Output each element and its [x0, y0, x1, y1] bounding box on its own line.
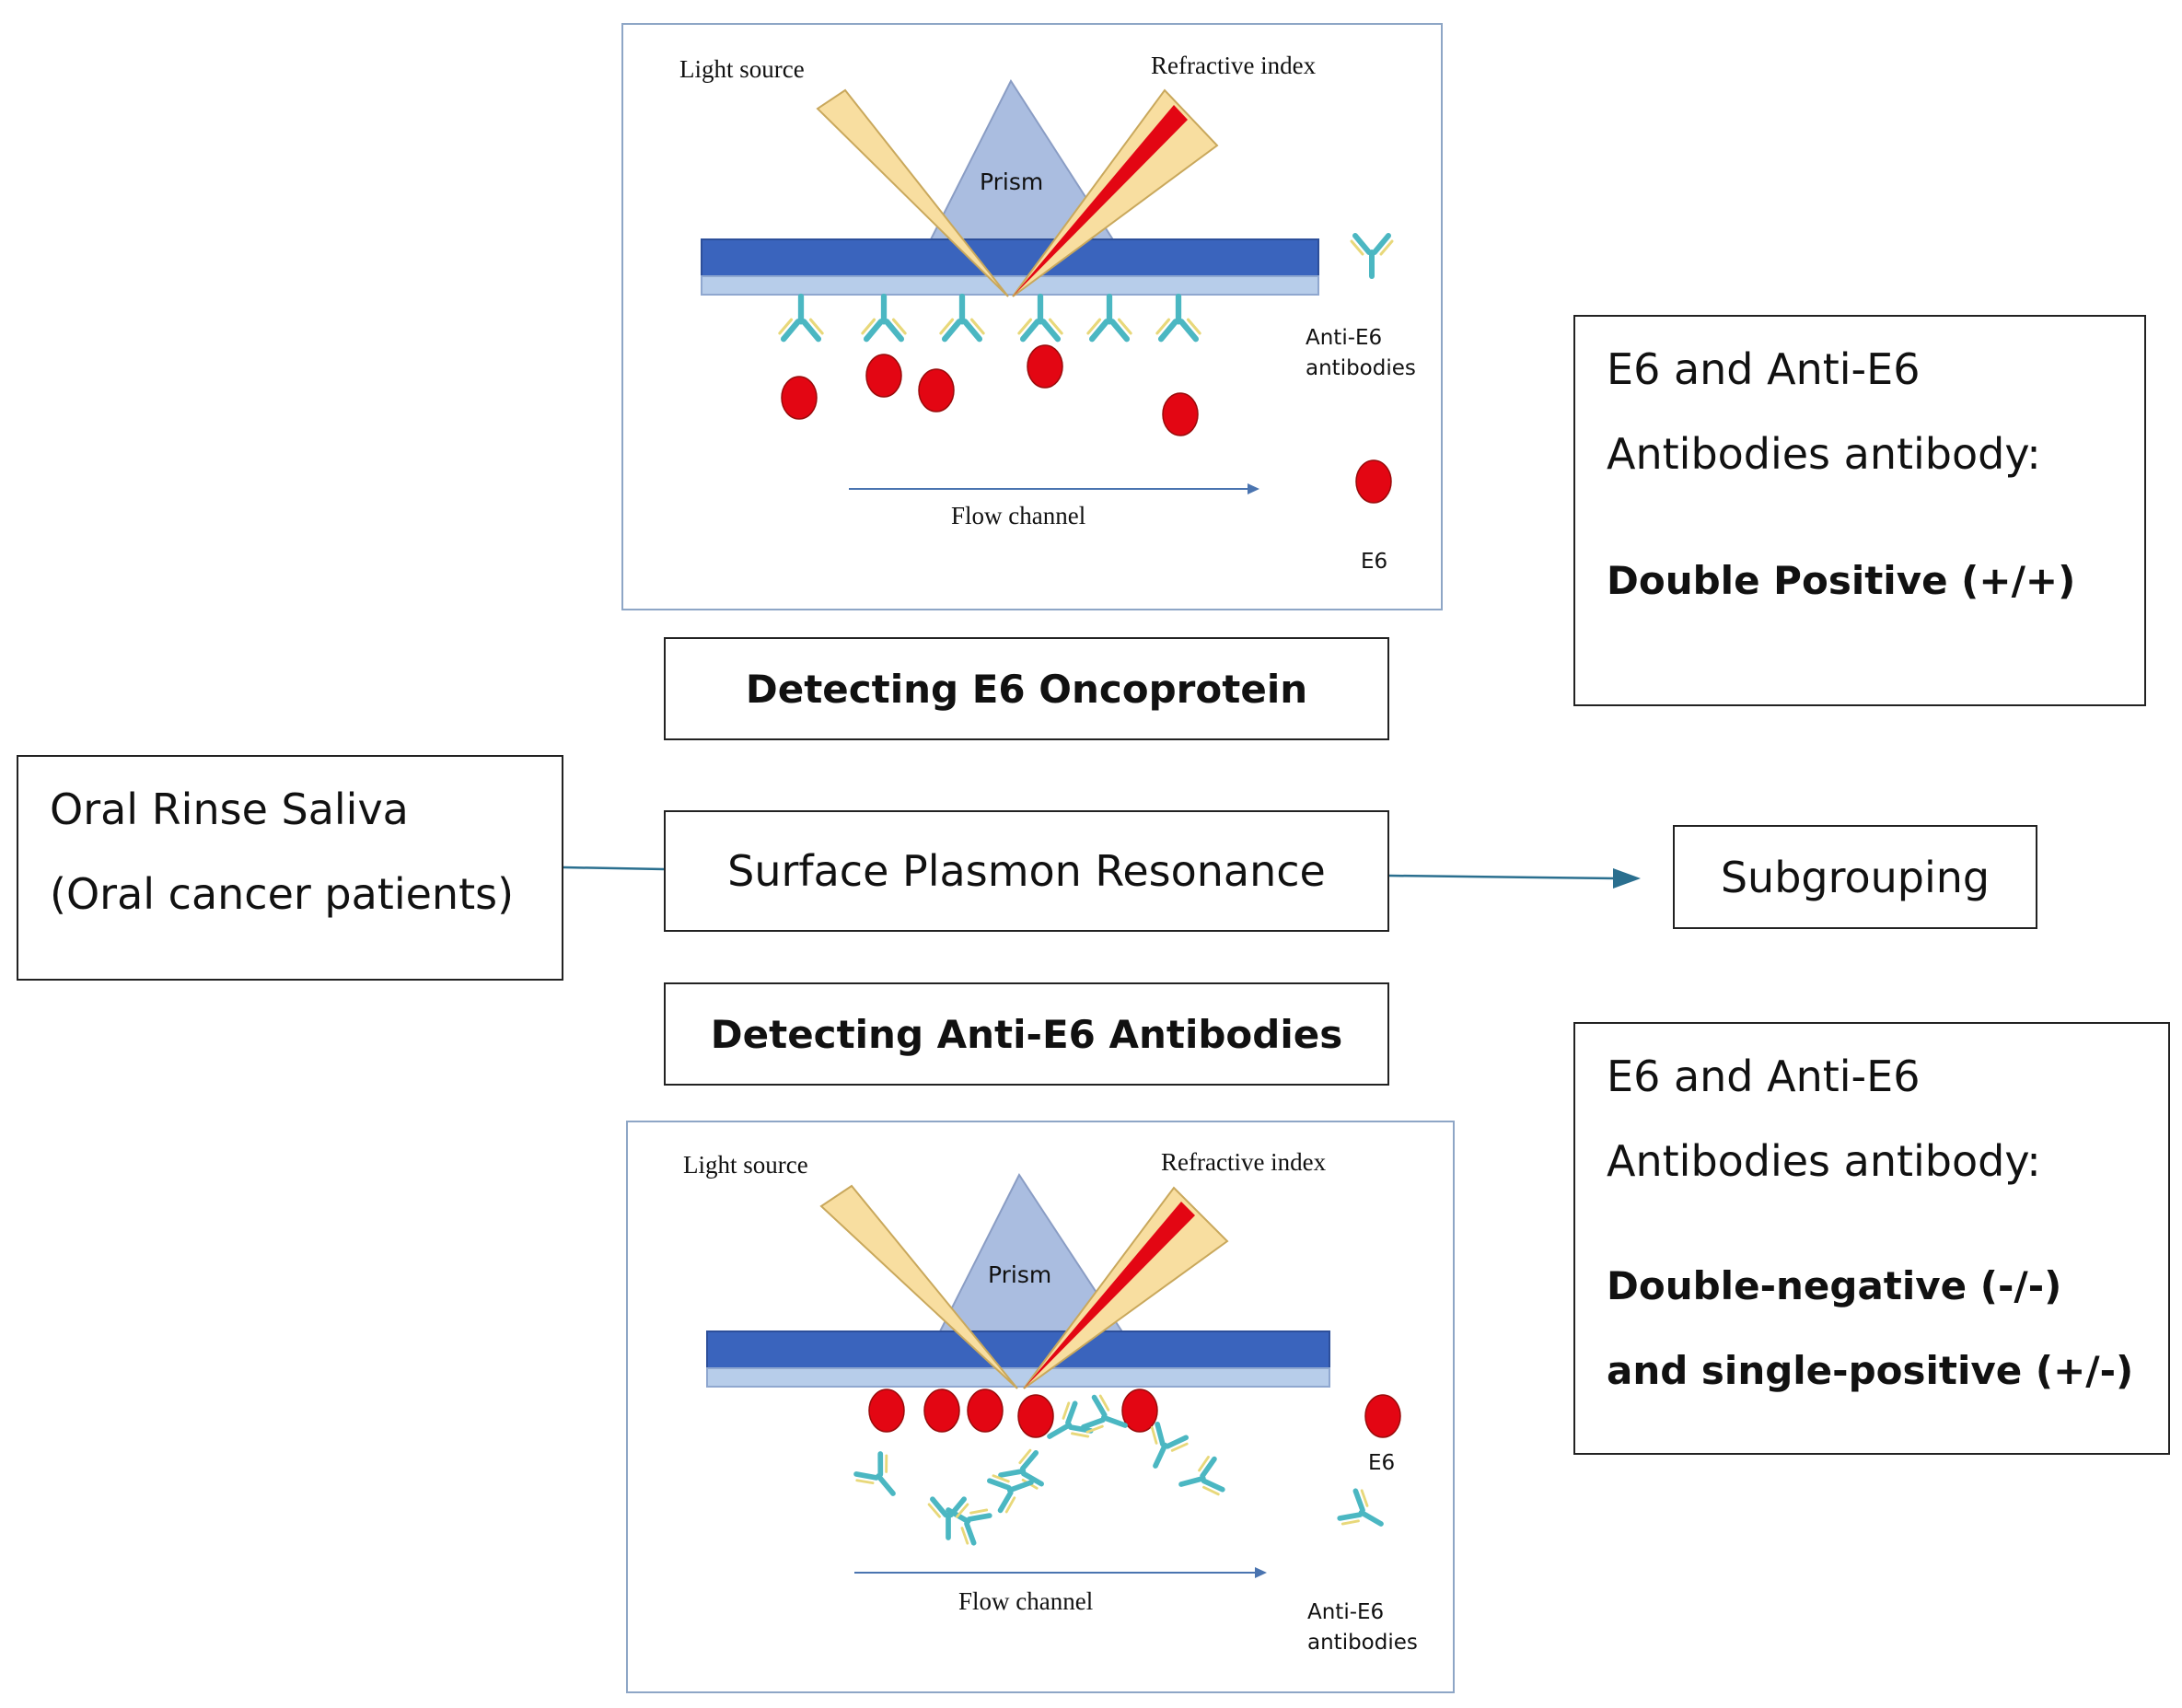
antibody-icon: [853, 1451, 896, 1496]
antibody-icon: [778, 293, 824, 343]
antibody-icon: [998, 1448, 1044, 1490]
e6-molecule: [781, 376, 818, 420]
result-bottom-box: E6 and Anti-E6 Antibodies antibody: Doub…: [1573, 1022, 2170, 1455]
detecting-e6-box: Detecting E6 Oncoprotein: [664, 637, 1389, 740]
oral-rinse-box: Oral Rinse Saliva (Oral cancer patients): [17, 755, 563, 981]
antibody-icon: [1337, 1488, 1384, 1527]
incident-beam: [819, 1184, 1018, 1389]
reflected-beam-shift: [1013, 105, 1188, 296]
oral-rinse-line2: (Oral cancer patients): [50, 869, 515, 919]
incident-beam: [816, 88, 1009, 297]
oral-rinse-line1: Oral Rinse Saliva: [50, 784, 409, 834]
e6-label: E6: [1361, 550, 1388, 574]
e6-molecule: [967, 1388, 1004, 1433]
antibody-icon: [1086, 293, 1132, 343]
sensor-chip-glass: [706, 1367, 1330, 1388]
input-connector: [563, 866, 665, 871]
antibody-label-line1-bottom: Anti-E6: [1307, 1600, 1385, 1624]
result-top-box: E6 and Anti-E6 Antibodies antibody: Doub…: [1573, 315, 2146, 706]
e6-molecule: [918, 368, 955, 412]
spr-text: Surface Plasmon Resonance: [727, 846, 1326, 896]
antibody-label-line2-bottom: antibodies: [1307, 1631, 1418, 1655]
subgrouping-text: Subgrouping: [1720, 852, 1990, 902]
antibody-icon: [861, 293, 907, 343]
prism-label-bottom: Prism: [988, 1261, 1052, 1288]
result-top-line3: Double Positive (+/+): [1607, 558, 2076, 603]
e6-molecule: [923, 1388, 960, 1433]
e6-molecule: [1355, 459, 1392, 504]
detecting-e6-text: Detecting E6 Oncoprotein: [745, 666, 1308, 712]
antibody-icon: [987, 1474, 1034, 1514]
antibody-icon: [939, 293, 985, 343]
detecting-anti-e6-text: Detecting Anti-E6 Antibodies: [710, 1011, 1343, 1057]
e6-molecule: [1121, 1388, 1158, 1433]
antibody-label-line2: antibodies: [1306, 356, 1416, 380]
e6-molecule: [865, 354, 902, 398]
e6-molecule: [868, 1388, 905, 1433]
spr-box: Surface Plasmon Resonance: [664, 810, 1389, 932]
output-arrow-head: [1613, 868, 1641, 889]
refractive-index-label-bottom: Refractive index: [1161, 1148, 1327, 1176]
e6-molecule: [1364, 1394, 1401, 1438]
antibody-icon: [1081, 1394, 1128, 1434]
antibody-icon: [1155, 293, 1201, 343]
e6-label-bottom: E6: [1368, 1451, 1396, 1475]
output-connector-line: [1388, 874, 1617, 880]
antibody-label-line1: Anti-E6: [1306, 326, 1383, 350]
sensor-chip-gold: [701, 238, 1319, 277]
detecting-anti-e6-box: Detecting Anti-E6 Antibodies: [664, 982, 1389, 1086]
reflected-beam: [1012, 88, 1219, 297]
antibody-icon: [1178, 1456, 1225, 1496]
flow-arrow-head: [1255, 1567, 1267, 1578]
result-bottom-line4: and single-positive (+/-): [1607, 1348, 2134, 1393]
light-source-label-bottom: Light source: [683, 1151, 808, 1179]
reflected-beam-shift: [1024, 1202, 1195, 1388]
e6-molecule: [1027, 344, 1063, 389]
antibody-icon: [1150, 1422, 1190, 1469]
result-bottom-line1: E6 and Anti-E6: [1607, 1052, 1921, 1101]
flow-channel-label: Flow channel: [951, 502, 1086, 529]
e6-molecule: [1162, 392, 1199, 436]
light-source-label: Light source: [679, 55, 805, 83]
sensor-chip-glass: [701, 275, 1319, 296]
flow-arrow-head: [1248, 483, 1259, 494]
prism-label: Prism: [980, 168, 1044, 195]
antibody-icon: [1350, 233, 1394, 279]
subgrouping-box: Subgrouping: [1673, 825, 2037, 929]
antibody-icon: [927, 1496, 969, 1540]
refractive-index-label: Refractive index: [1151, 52, 1317, 79]
result-bottom-line3: Double-negative (-/-): [1607, 1263, 2062, 1308]
reflected-beam: [1023, 1186, 1229, 1389]
result-top-line2: Antibodies antibody:: [1607, 429, 2041, 479]
antibody-icon: [1017, 293, 1063, 343]
antibody-icon: [1047, 1400, 1094, 1439]
result-bottom-line2: Antibodies antibody:: [1607, 1136, 2041, 1186]
flow-channel-label-bottom: Flow channel: [958, 1587, 1094, 1615]
e6-molecule: [1017, 1394, 1054, 1438]
result-top-line1: E6 and Anti-E6: [1607, 344, 1921, 394]
